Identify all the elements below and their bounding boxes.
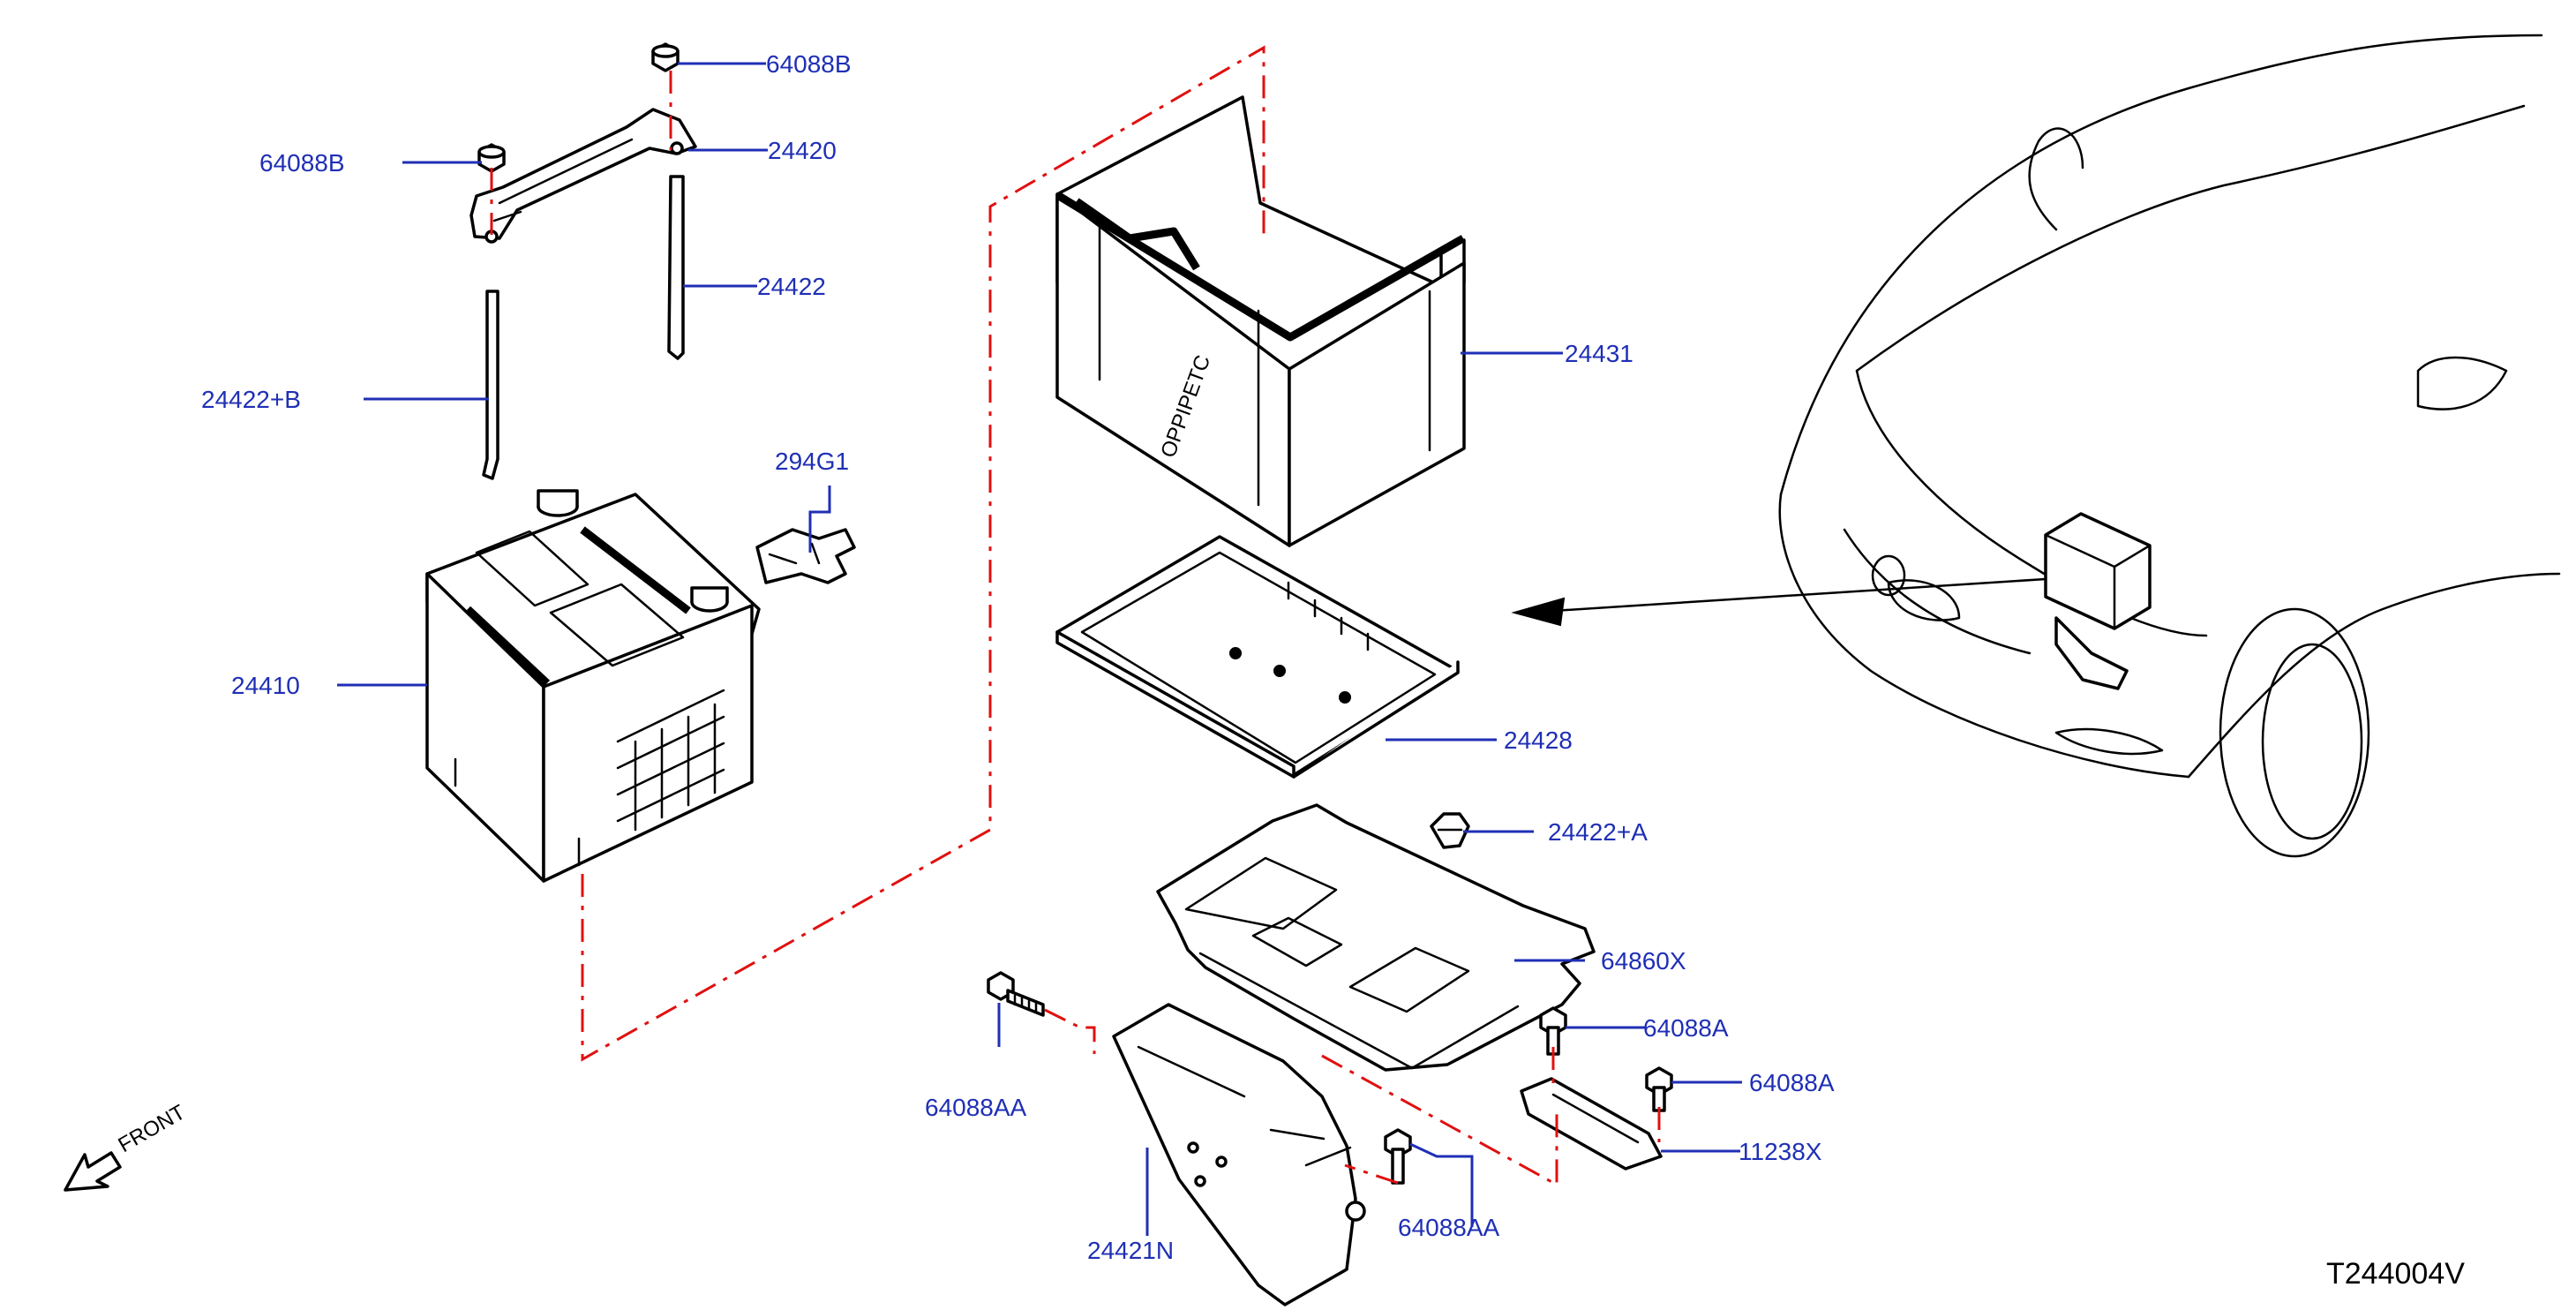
battery-tray-24428 (1055, 535, 1460, 779)
bolt-64088aa-right (1384, 1128, 1412, 1185)
callout-11238x: 11238X (1739, 1138, 1822, 1165)
callout-24420: 24420 (768, 137, 837, 164)
callout-leaders (337, 62, 1742, 1236)
nut-64088b-left (477, 143, 506, 173)
battery-frame-64860x (1156, 803, 1596, 1072)
diagram-code: T244004V (2326, 1257, 2465, 1291)
callout-64088a-1: 64088A (1643, 1014, 1729, 1042)
callout-64860x: 64860X (1601, 947, 1686, 975)
assembly-lines (490, 45, 1661, 1187)
callout-24431: 24431 (1565, 340, 1633, 367)
callout-24428: 24428 (1504, 727, 1573, 754)
callout-64088aa-left: 64088AA (925, 1094, 1027, 1121)
rod-24422b-left (482, 290, 499, 480)
plate-11238x (1520, 1077, 1663, 1171)
front-direction-indicator: FRONT (64, 1100, 190, 1192)
vehicle-outline (1778, 34, 2561, 858)
callout-24421n: 24421N (1087, 1237, 1174, 1264)
callout-64088aa-right: 64088AA (1398, 1214, 1500, 1241)
battery-24410 (425, 489, 761, 883)
clip-294g1 (755, 528, 856, 584)
clip-24422a (1430, 812, 1470, 849)
battery-grille (616, 689, 725, 832)
front-label: FRONT (115, 1100, 190, 1157)
callout-24410: 24410 (231, 672, 300, 699)
callout-64088b-top: 64088B (766, 50, 852, 78)
bolt-64088a-1 (1539, 1006, 1567, 1056)
battery-cover-24431: OPPIPETC (1055, 95, 1466, 547)
callout-294g1: 294G1 (775, 448, 849, 475)
callout-24422: 24422 (757, 273, 826, 300)
vehicle-pointer-arrow (1511, 577, 2047, 627)
bolt-64088a-2 (1645, 1066, 1673, 1112)
hold-down-bracket (469, 108, 697, 244)
callout-64088a-2: 64088A (1749, 1069, 1835, 1096)
callout-24422b: 24422+B (201, 386, 301, 413)
callout-64088b-left: 64088B (259, 149, 345, 177)
vehicle-battery-highlight (2044, 512, 2152, 690)
bolt-64088aa-left (987, 971, 1045, 1017)
nut-64088b-top (651, 42, 680, 72)
rod-24422-right (667, 175, 685, 360)
callout-24422a: 24422+A (1548, 818, 1648, 846)
support-bracket-24421n (1112, 1003, 1366, 1306)
